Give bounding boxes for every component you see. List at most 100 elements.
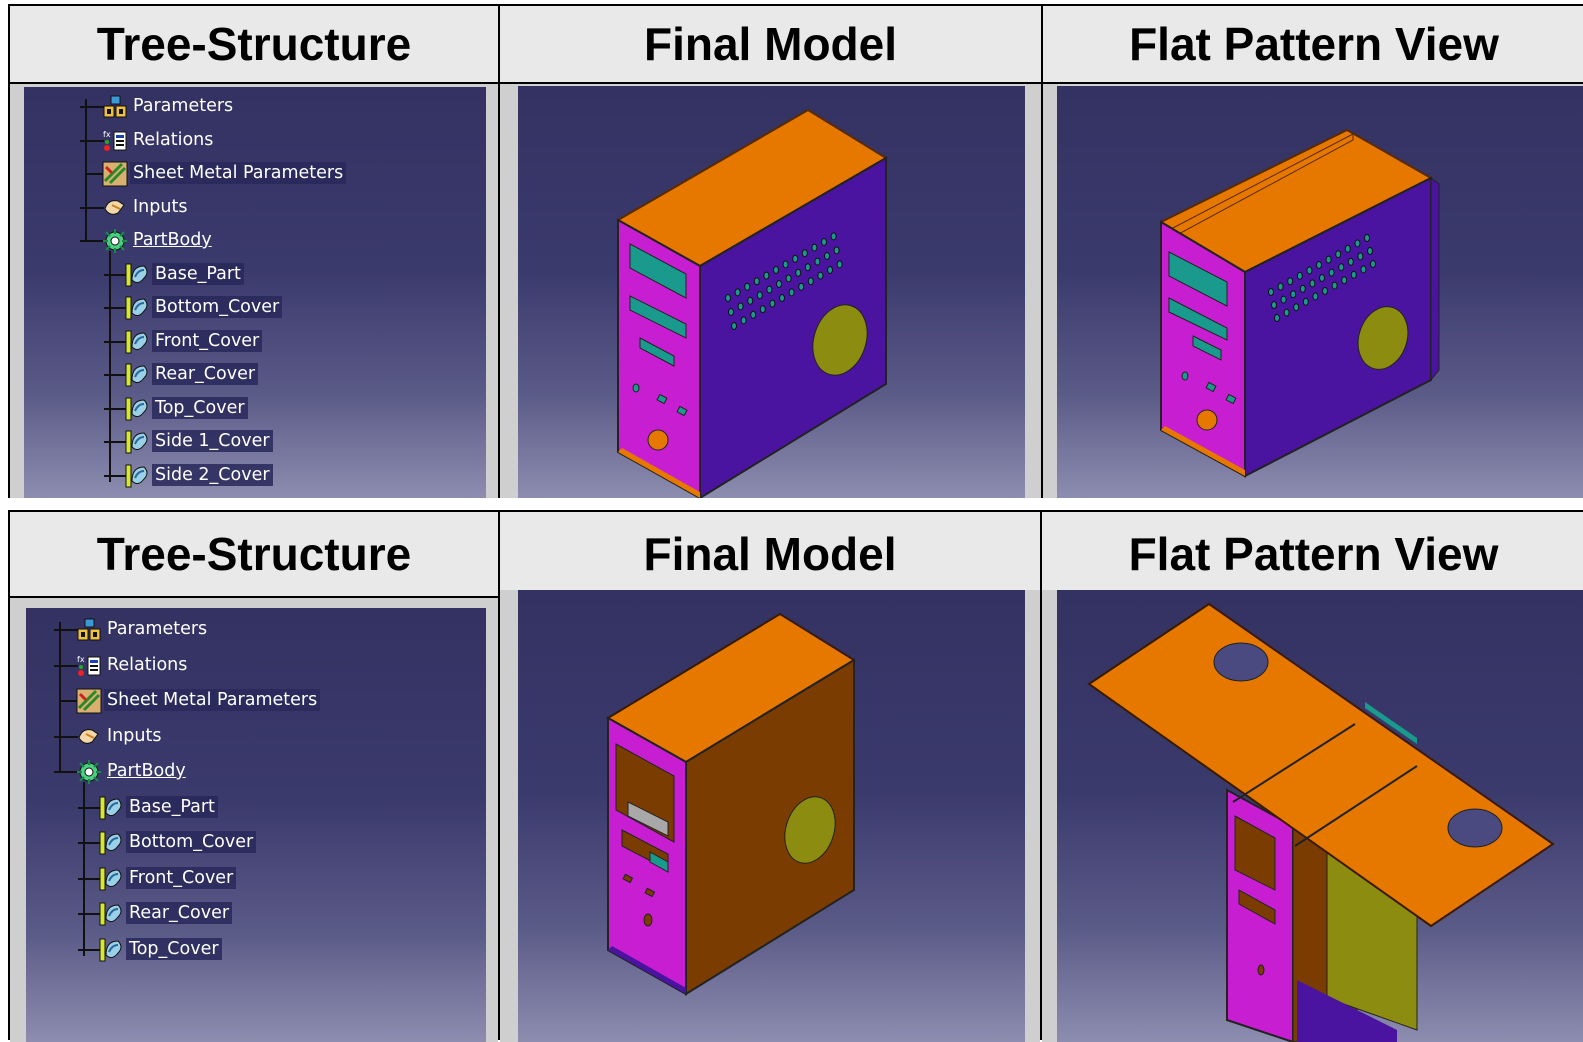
expand-icon[interactable] bbox=[104, 402, 116, 415]
vent-hole bbox=[756, 291, 763, 300]
body-icon bbox=[98, 795, 124, 821]
tree-connector-line bbox=[110, 374, 128, 376]
expand-icon[interactable] bbox=[104, 335, 116, 348]
final-model-cell bbox=[500, 84, 1041, 498]
header-flat-pattern-view: Flat Pattern View bbox=[1043, 6, 1583, 84]
expand-icon[interactable] bbox=[80, 101, 92, 113]
vent-hole bbox=[1268, 288, 1274, 296]
final-model-viewport[interactable] bbox=[518, 590, 1025, 1042]
front-opening bbox=[1234, 815, 1276, 891]
header-label: Final Model bbox=[643, 528, 897, 580]
drive-bay bbox=[629, 295, 687, 339]
tree-node-label: Parameters bbox=[107, 619, 208, 639]
tree-node-label: Bottom_Cover bbox=[126, 831, 257, 853]
tree-node-label: Front_Cover bbox=[126, 866, 237, 889]
led-hole bbox=[1181, 371, 1189, 381]
collapse-icon[interactable] bbox=[54, 766, 66, 778]
vent-hole bbox=[1364, 234, 1370, 242]
drive-bay bbox=[1238, 889, 1276, 925]
expand-icon[interactable] bbox=[54, 730, 66, 743]
fan-hole bbox=[1357, 306, 1409, 370]
flange bbox=[1365, 702, 1417, 744]
expand-icon[interactable] bbox=[78, 801, 90, 814]
vent-hole bbox=[728, 308, 734, 316]
fan-hole bbox=[1213, 642, 1269, 682]
expand-icon[interactable] bbox=[104, 436, 116, 448]
expand-icon[interactable] bbox=[54, 624, 66, 636]
vent-hole bbox=[1309, 279, 1316, 288]
vent-hole bbox=[1319, 274, 1325, 282]
tree-connector-line bbox=[110, 474, 128, 477]
body-icon bbox=[124, 262, 150, 288]
fan-hole bbox=[1447, 808, 1503, 848]
vent-hole bbox=[1274, 314, 1280, 322]
expand-icon[interactable] bbox=[54, 659, 66, 672]
tree-node-label: Sheet Metal Parameters bbox=[104, 689, 321, 711]
vent-hole bbox=[811, 243, 818, 252]
tree-node-label: Front_Cover bbox=[152, 329, 263, 352]
tree-node-label: Top_Cover bbox=[126, 937, 222, 960]
bend-line bbox=[1232, 723, 1356, 803]
vent-hole bbox=[1287, 277, 1294, 286]
tree-connector-line bbox=[109, 251, 111, 476]
tree-connector-line bbox=[83, 782, 85, 950]
drive-bay bbox=[1168, 251, 1228, 307]
vent-hole bbox=[1271, 301, 1277, 309]
cabinet-flat-pattern bbox=[1158, 128, 1440, 478]
unfolded-cover bbox=[1087, 602, 1555, 928]
expand-icon[interactable] bbox=[78, 943, 90, 956]
tree-connector-line bbox=[110, 441, 128, 443]
tree-node-label: Inputs bbox=[133, 196, 188, 217]
flat-pattern-viewport[interactable] bbox=[1057, 590, 1583, 1042]
vent-hole bbox=[731, 322, 737, 330]
collapse-icon[interactable] bbox=[80, 235, 92, 247]
body-icon bbox=[98, 901, 124, 927]
fan-hole bbox=[812, 304, 868, 376]
vent-hole bbox=[776, 280, 782, 288]
vent-hole bbox=[753, 277, 760, 286]
final-model-viewport[interactable] bbox=[518, 86, 1025, 498]
vent-hole bbox=[1325, 255, 1332, 264]
tree-node-label: Relations bbox=[107, 654, 188, 675]
expand-icon[interactable] bbox=[80, 134, 92, 147]
vent-hole bbox=[1354, 239, 1361, 248]
tree-node-label: Top_Cover bbox=[152, 396, 248, 419]
tree-connector-line bbox=[84, 948, 102, 951]
tree-connector-line bbox=[110, 407, 128, 410]
body-icon bbox=[98, 866, 124, 892]
expand-icon[interactable] bbox=[104, 302, 116, 314]
vent-hole bbox=[1357, 252, 1364, 261]
tree-connector-line bbox=[84, 913, 102, 915]
expand-icon[interactable] bbox=[104, 268, 116, 281]
expand-icon[interactable] bbox=[80, 201, 92, 214]
body-icon bbox=[124, 329, 150, 355]
parameters-icon bbox=[102, 94, 128, 120]
side-flange bbox=[1430, 177, 1440, 382]
bottom-edge bbox=[618, 448, 700, 498]
expand-icon[interactable] bbox=[104, 369, 116, 381]
tree-connector-line bbox=[110, 307, 128, 309]
vent-hole bbox=[734, 288, 741, 297]
inner-shelf bbox=[627, 801, 669, 837]
tree-connector-line bbox=[86, 206, 104, 209]
tree-connector-line bbox=[60, 735, 78, 738]
vent-hole bbox=[740, 316, 747, 325]
flat-pattern-viewport[interactable] bbox=[1057, 86, 1583, 498]
sheet-metal-parameters-icon bbox=[76, 688, 102, 714]
tree-node-label: PartBody bbox=[133, 230, 212, 250]
relations-icon: fx bbox=[76, 653, 102, 679]
header-final-model: Final Model bbox=[500, 512, 1040, 598]
tree-connector-line bbox=[110, 340, 128, 343]
vent-hole bbox=[795, 268, 802, 277]
expand-icon[interactable] bbox=[104, 469, 116, 482]
expand-icon[interactable] bbox=[78, 872, 90, 885]
column-divider bbox=[498, 6, 500, 496]
expand-icon[interactable] bbox=[78, 837, 90, 849]
vent-hole bbox=[1335, 250, 1342, 259]
body-icon bbox=[124, 362, 150, 388]
tree-connector-line bbox=[86, 240, 104, 242]
expand-icon[interactable] bbox=[78, 908, 90, 920]
vent-hole bbox=[1360, 265, 1367, 274]
